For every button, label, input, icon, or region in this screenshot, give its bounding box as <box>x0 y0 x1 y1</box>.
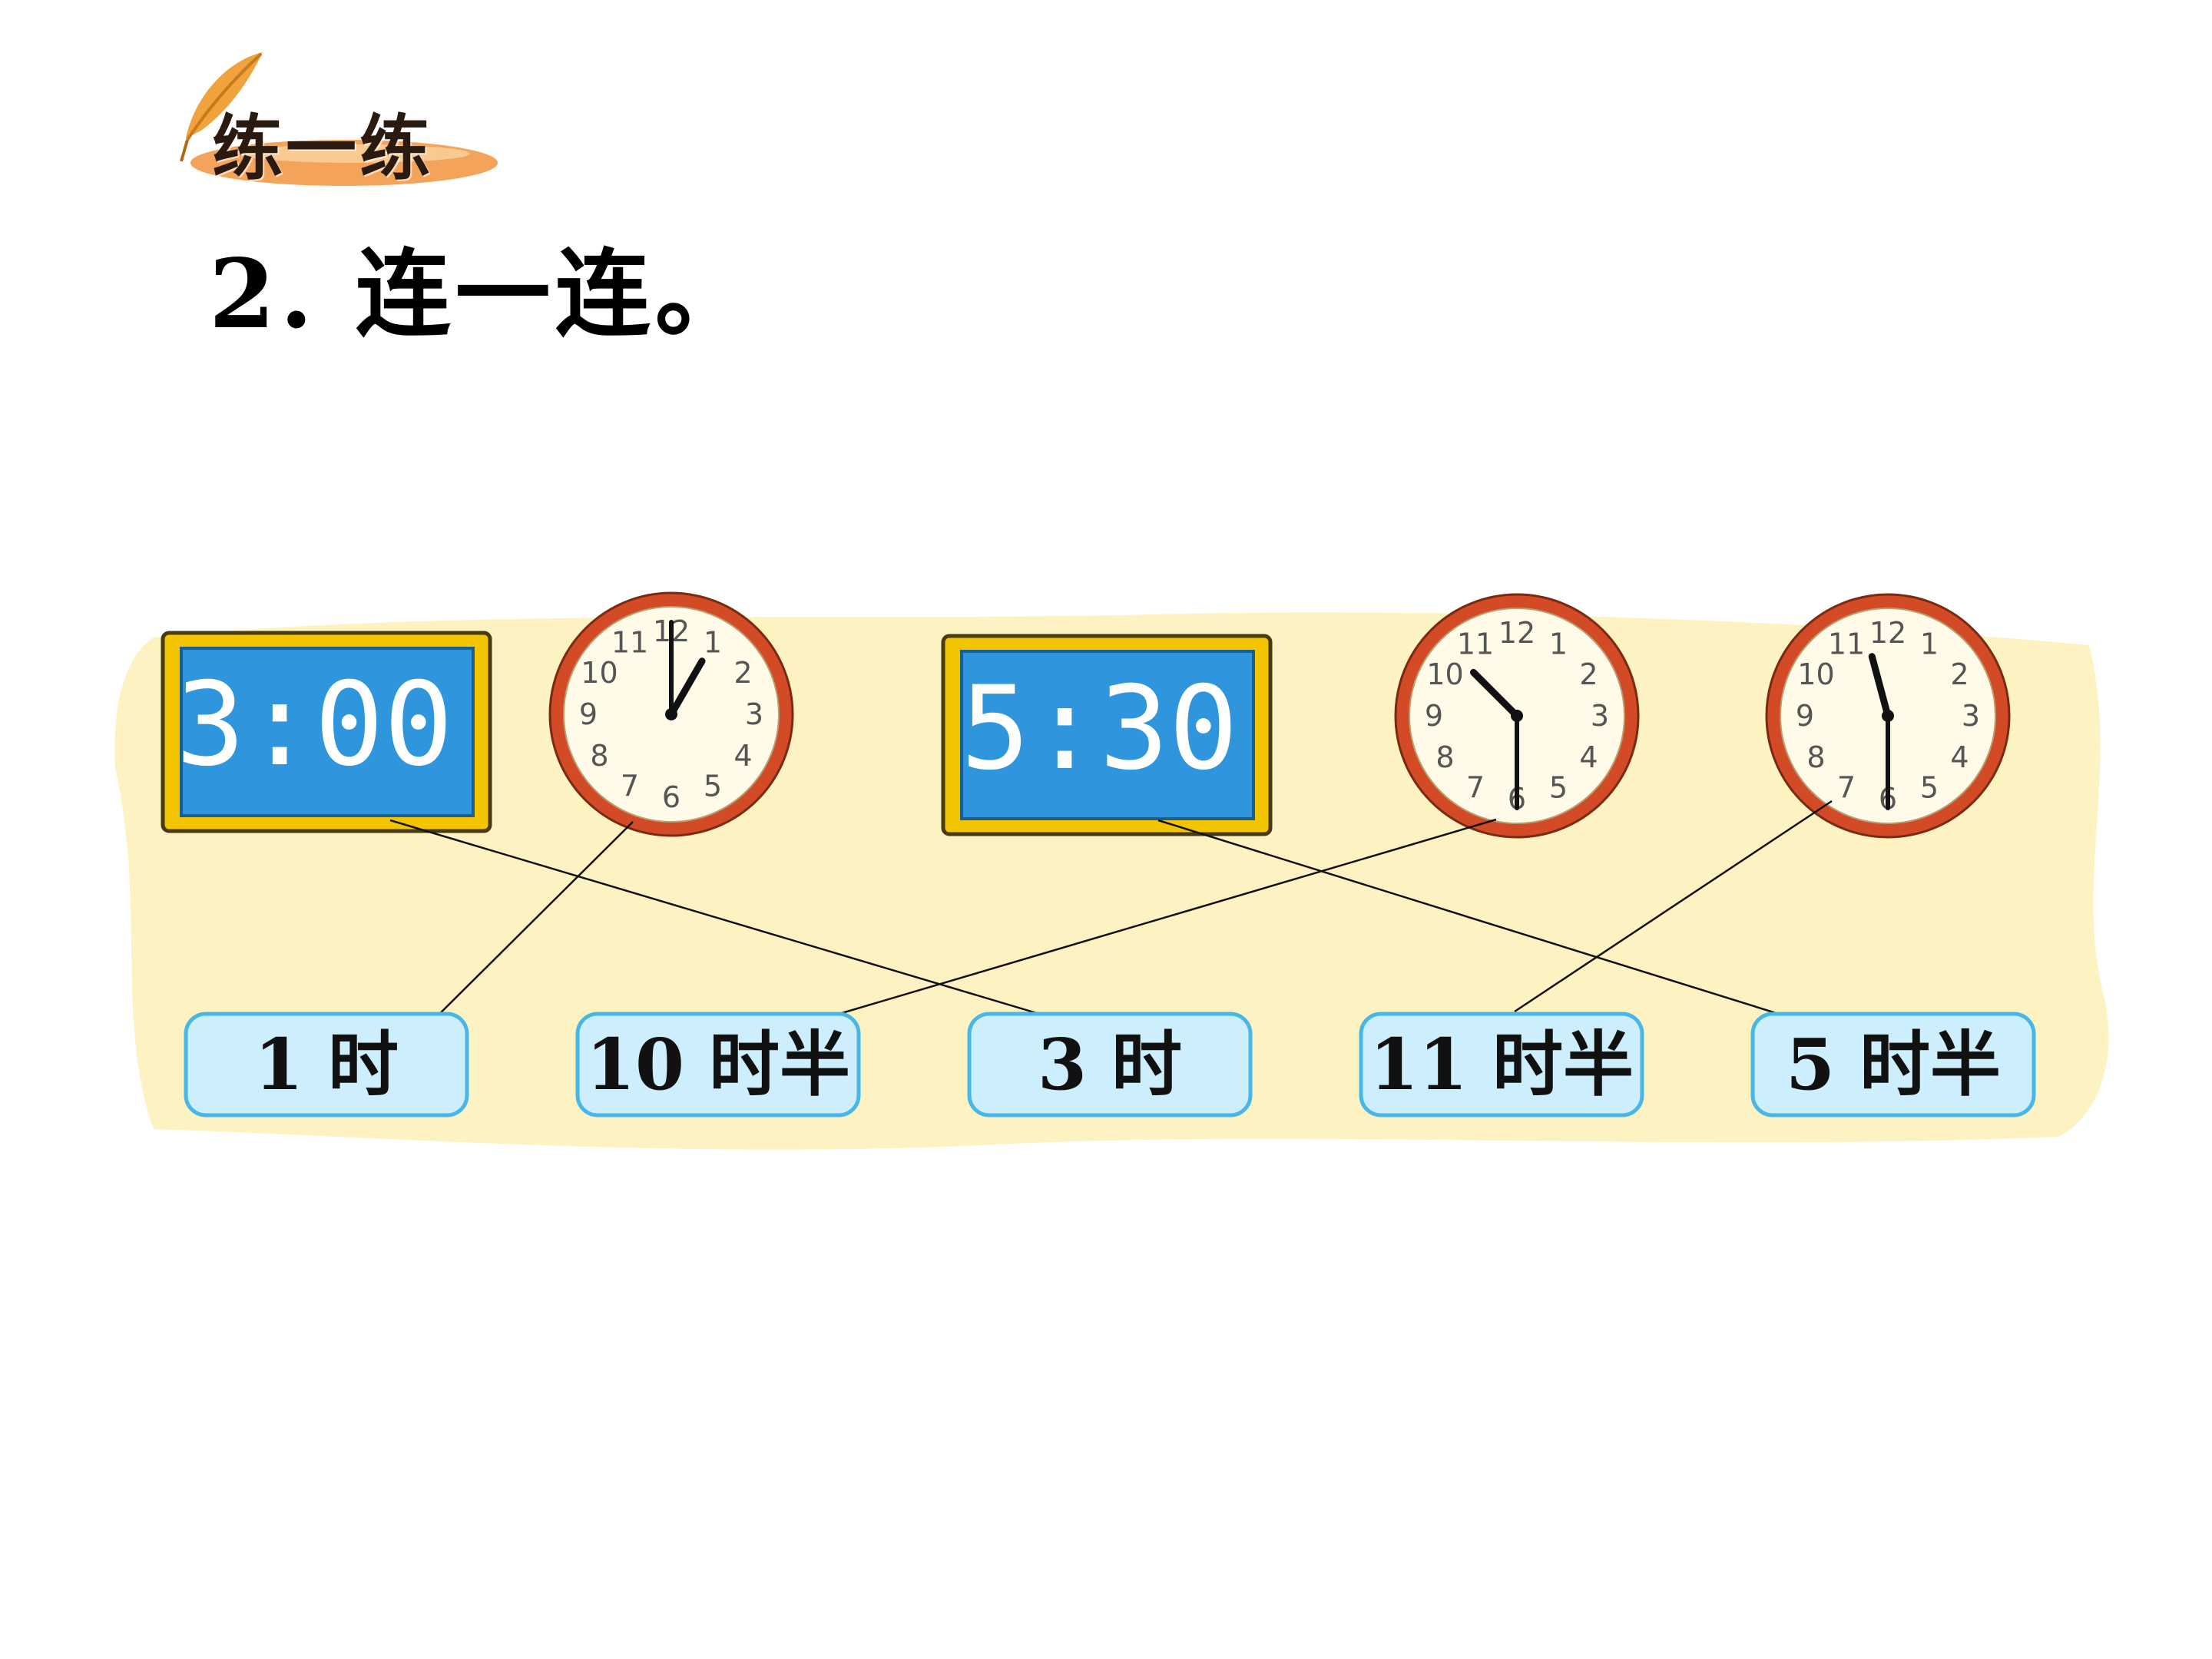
clock-numeral: 2 <box>733 656 752 690</box>
answer-label-5h30[interactable]: 5 时半 <box>1785 1023 2002 1106</box>
clock-numeral: 1 <box>1549 627 1568 661</box>
answer-label-1h[interactable]: 1 时 <box>253 1023 399 1106</box>
clock-numeral: 1 <box>1920 627 1939 661</box>
clock-numeral: 11 <box>611 625 648 659</box>
clock-center-pin <box>665 708 677 720</box>
digital-clock-1: 3:00 <box>161 631 492 833</box>
hour-hand <box>667 657 706 718</box>
clock-numeral: 8 <box>1435 740 1454 774</box>
digital-clock-2: 5:30 <box>941 634 1273 836</box>
line-clock1-to-1h <box>408 821 634 1045</box>
clock-numeral: 9 <box>1425 699 1443 733</box>
line-clock2-to-10h30 <box>800 818 1497 1027</box>
answer-label-3h[interactable]: 3 时 <box>1037 1023 1183 1106</box>
hour-hand <box>1469 668 1521 720</box>
line-clock3-to-11h30 <box>1514 800 1833 1013</box>
label-box-3 <box>967 1012 1253 1118</box>
clock-numeral: 7 <box>621 770 639 803</box>
clock-numeral: 2 <box>1950 657 1969 691</box>
answer-label-10h30[interactable]: 10 时半 <box>585 1023 851 1106</box>
clock-numeral: 10 <box>1797 657 1834 691</box>
line-digital-3-to-3h <box>389 819 1084 1028</box>
clock-numeral: 9 <box>1796 699 1814 733</box>
answer-label-11h30[interactable]: 11 时半 <box>1369 1023 1634 1106</box>
label-box-2 <box>575 1012 861 1118</box>
clock-numeral: 1 <box>704 625 722 659</box>
connection-lines <box>389 800 1833 1045</box>
clock-numeral: 6 <box>662 780 680 814</box>
clock-numeral: 7 <box>1837 771 1856 805</box>
clock-center-pin <box>1882 710 1894 722</box>
clock-numeral: 12 <box>1869 616 1906 650</box>
clock-numeral: 4 <box>1950 740 1969 774</box>
clock-numeral: 5 <box>1549 771 1568 805</box>
clock-numeral: 4 <box>733 739 752 773</box>
clock-numeral: 11 <box>1828 627 1865 661</box>
digital-time-5-30: 5:30 <box>961 662 1238 796</box>
clock-numeral: 7 <box>1466 771 1485 805</box>
clock-numeral: 8 <box>1806 740 1825 774</box>
line-digital-5-30-to-5h30 <box>1157 819 1796 1021</box>
clock-numeral: 3 <box>745 697 763 731</box>
clock-numeral: 12 <box>1498 616 1535 650</box>
exercise-title: 2. 连一连。 <box>209 239 755 350</box>
clock-numeral: 3 <box>1591 699 1609 733</box>
digital-time-3-00: 3:00 <box>176 658 453 792</box>
clock-numeral: 9 <box>579 697 598 731</box>
clock-numeral: 5 <box>704 770 722 803</box>
clock-numeral: 8 <box>590 739 608 773</box>
label-boxes <box>184 1012 2036 1118</box>
clock-numeral: 10 <box>581 656 618 690</box>
clock-numeral: 3 <box>1962 699 1980 733</box>
clock-numeral: 5 <box>1920 771 1939 805</box>
label-box-1 <box>184 1012 469 1118</box>
clock-numeral: 10 <box>1426 657 1463 691</box>
clock-numeral: 11 <box>1457 627 1494 661</box>
label-box-5 <box>1750 1012 2036 1118</box>
label-box-4 <box>1359 1012 1644 1118</box>
clock-numeral: 2 <box>1579 657 1598 691</box>
hour-hand <box>1868 653 1892 720</box>
clock-center-pin <box>1511 710 1523 722</box>
clock-numeral: 4 <box>1579 740 1598 774</box>
practice-badge: 练一练 <box>178 46 501 200</box>
badge-label: 练一练 <box>212 108 434 190</box>
